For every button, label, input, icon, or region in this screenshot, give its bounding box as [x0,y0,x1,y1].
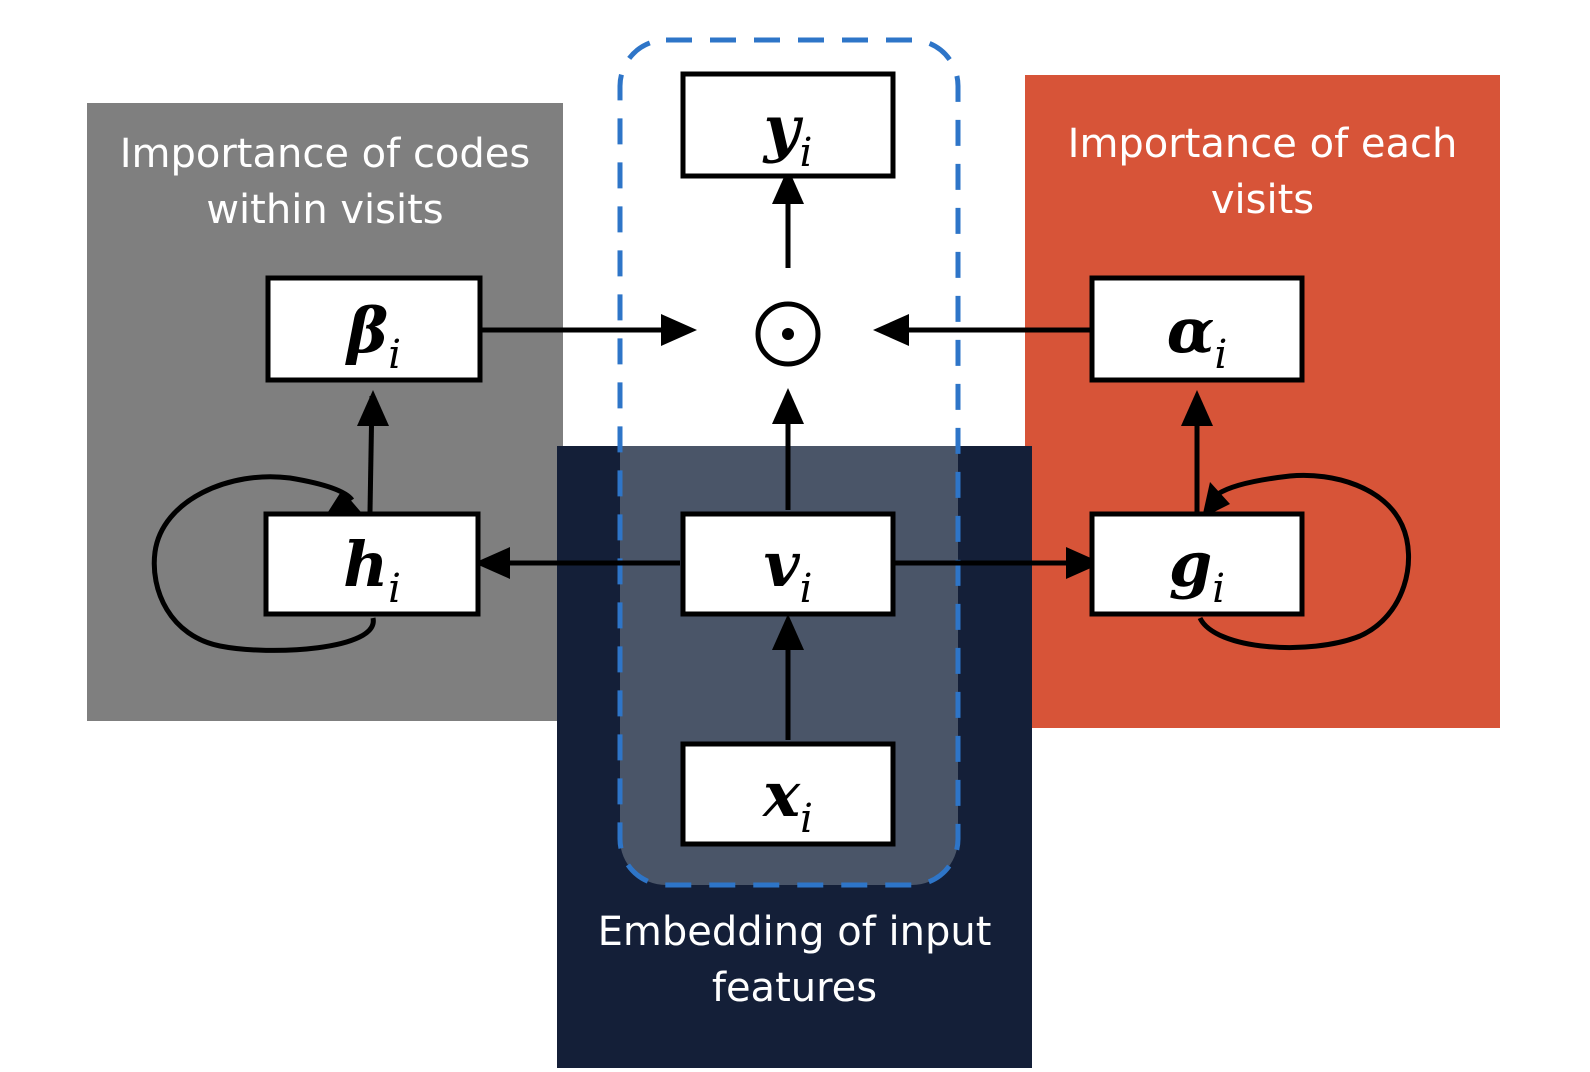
codes-importance-label-line2: within visits [206,187,444,233]
svg-text:gi: gi [1169,528,1225,612]
node-g-symbol: g [1169,528,1212,601]
arrowhead-h-loop [328,490,366,518]
node-y: yi [680,71,896,179]
node-v-symbol: v [764,528,801,601]
arrowhead-y [772,168,804,204]
node-alpha: αi [1089,275,1305,383]
svg-text:xi: xi [761,758,813,842]
g-self-loop [1197,472,1411,650]
embedding-label-line2: features [711,965,878,1011]
arrowhead-x-v [772,614,804,650]
codes-importance-label-line1: Importance of codes [119,131,531,177]
h-self-loop [151,474,376,653]
arrowhead-alpha [1181,390,1213,426]
node-beta-subscript: i [388,332,401,378]
visits-importance-label-line2: visits [1210,177,1315,223]
node-y-symbol: y [762,92,804,165]
node-g: gi [1089,511,1305,617]
svg-text:vi: vi [764,528,813,612]
svg-text:hi: hi [343,528,401,612]
embedding-label-line1: Embedding of input [597,909,992,955]
svg-text:βi: βi [345,294,401,378]
codes-importance-label: Importance of codes within visits [87,126,563,238]
elementwise-product-operator [755,301,821,367]
node-x-symbol: x [761,758,801,831]
visits-importance-label: Importance of each visits [1025,116,1500,228]
arrowhead-beta-operator [661,314,697,346]
node-h-subscript: i [388,566,401,612]
arrowhead-alpha-operator [873,314,909,346]
visits-importance-label-line1: Importance of each [1067,121,1458,167]
node-g-subscript: i [1212,566,1225,612]
node-beta-symbol: β [345,294,388,367]
svg-text:yi: yi [762,92,813,176]
node-x: xi [680,741,896,847]
arrowhead-h [474,547,510,579]
node-y-subscript: i [800,130,813,176]
arrowhead-g-loop [1202,482,1230,518]
arrowhead-beta [357,390,389,426]
node-beta: βi [265,275,483,383]
node-x-subscript: i [800,796,813,842]
arrowhead-g [1066,547,1102,579]
svg-text:αi: αi [1167,294,1228,378]
node-h-symbol: h [343,528,388,601]
arrowhead-v-operator [772,388,804,424]
node-v-subscript: i [800,566,813,612]
codes-importance-panel [87,103,563,721]
node-v: vi [680,511,896,617]
node-h: hi [263,511,481,617]
node-alpha-symbol: α [1167,294,1215,367]
visits-importance-panel [1025,75,1500,728]
node-alpha-subscript: i [1214,332,1227,378]
embedding-label: Embedding of input features [557,904,1032,1016]
